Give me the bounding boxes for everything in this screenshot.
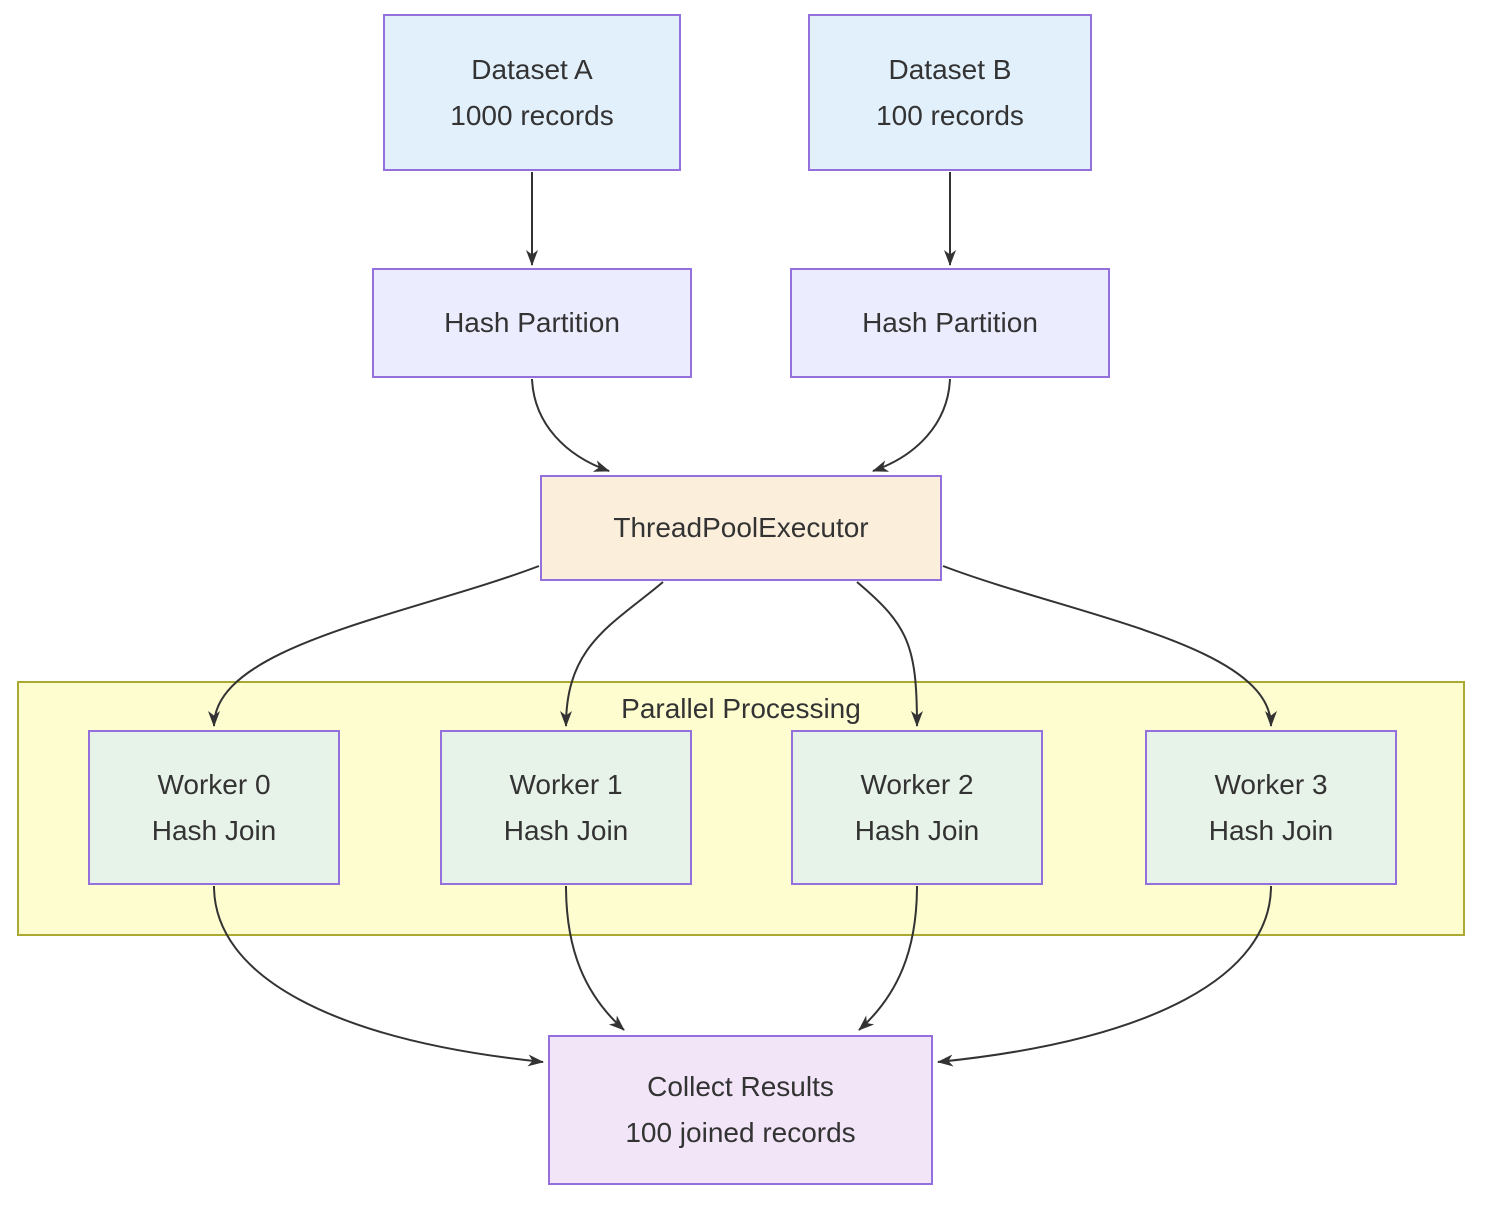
node-label-line: Worker 2 [860,768,974,800]
node-label-line: Hash Partition [444,307,620,338]
node-label-line: Dataset B [888,53,1012,85]
node-worker-3: Worker 3 Hash Join [1145,730,1397,885]
node-dataset-a: Dataset A 1000 records [383,14,681,171]
node-dataset-b: Dataset B 100 records [808,14,1092,171]
node-worker-1: Worker 1 Hash Join [440,730,692,885]
node-hash-partition-a: Hash Partition [372,268,692,378]
node-hash-partition-b: Hash Partition [790,268,1110,378]
edge-hash-partition-a-to-executor [531,378,610,472]
node-label-line: Dataset A [471,53,593,85]
node-label-line: Hash Partition [862,307,1038,338]
cluster-label: Parallel Processing [621,693,861,724]
node-label-line: 1000 records [450,99,614,131]
node-label-line: Hash Join [854,814,980,846]
node-label-line: Collect Results [647,1071,834,1102]
node-label-line: Worker 0 [157,768,271,800]
node-label-line: Hash Join [151,814,277,846]
node-label-line: Worker 1 [509,768,623,800]
edge-hash-partition-b-to-executor [872,378,951,472]
node-collect-results: Collect Results 100 joined records [548,1035,933,1185]
node-label-line: 100 joined records [625,1117,856,1148]
node-label-line: Hash Join [1208,814,1334,846]
node-label-line: Worker 3 [1214,768,1328,800]
node-worker-2: Worker 2 Hash Join [791,730,1043,885]
node-label-line: ThreadPoolExecutor [613,512,869,543]
node-label-line: 100 records [876,99,1024,131]
node-worker-0: Worker 0 Hash Join [88,730,340,885]
node-thread-pool-executor: ThreadPoolExecutor [540,475,942,581]
node-label-line: Hash Join [503,814,629,846]
